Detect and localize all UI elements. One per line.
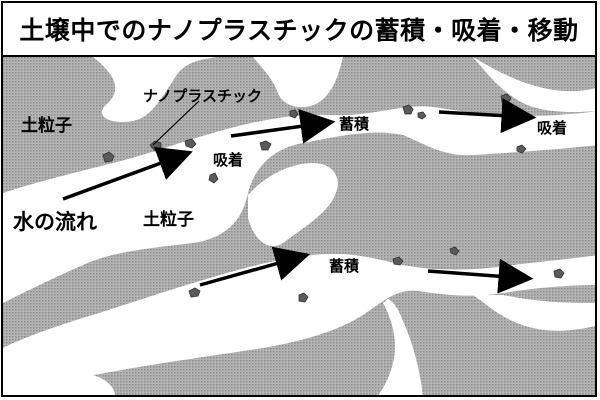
nanoplastic-label: ナノプラスチック: [143, 87, 262, 105]
flow-arrow: [438, 98, 537, 134]
flow-arrow: [427, 258, 534, 294]
nanoplastic-particle: [188, 287, 201, 298]
nanoplastic-particle: [516, 144, 527, 154]
soil-diagram: 土粒子 土粒子 ナノプラスチック 吸着 蓄積 吸着 蓄積 水の流れ: [3, 57, 595, 395]
nanoplastic-particle: [102, 151, 115, 163]
nanoplastic-particle: [184, 138, 197, 149]
nanoplastic-particle: [553, 268, 565, 279]
nanoplastic-particle: [208, 172, 219, 184]
soil-particle-label: 土粒子: [143, 209, 194, 230]
flow-arrows: [62, 98, 537, 294]
water-flow-label-box: 水の流れ: [7, 203, 127, 237]
accumulation-label: 蓄積: [339, 115, 370, 133]
nanoplastic-particle: [289, 109, 299, 119]
nanoplastic-particle: [417, 111, 427, 120]
nanoplastic-particle: [298, 292, 309, 303]
diagram-title: 土壌中でのナノプラスチックの蓄積・吸着・移動: [3, 3, 595, 57]
flow-arrow: [62, 147, 193, 201]
nanoplastic-particle: [449, 246, 460, 256]
accumulation-label: 蓄積: [329, 257, 360, 275]
adsorption-label: 吸着: [213, 151, 243, 169]
water-flow-label: 水の流れ: [13, 210, 97, 234]
nanoplastic-callout-line: [152, 100, 200, 146]
adsorption-label: 吸着: [537, 119, 567, 137]
nanoplastic-particle: [392, 256, 404, 266]
flow-arrow: [199, 246, 311, 287]
pore-channels: [3, 57, 595, 395]
nanoplastic-particle: [259, 140, 272, 151]
nanoplastic-particle: [402, 104, 414, 115]
soil-particle-label: 土粒子: [21, 115, 72, 136]
flow-arrow: [230, 109, 336, 144]
